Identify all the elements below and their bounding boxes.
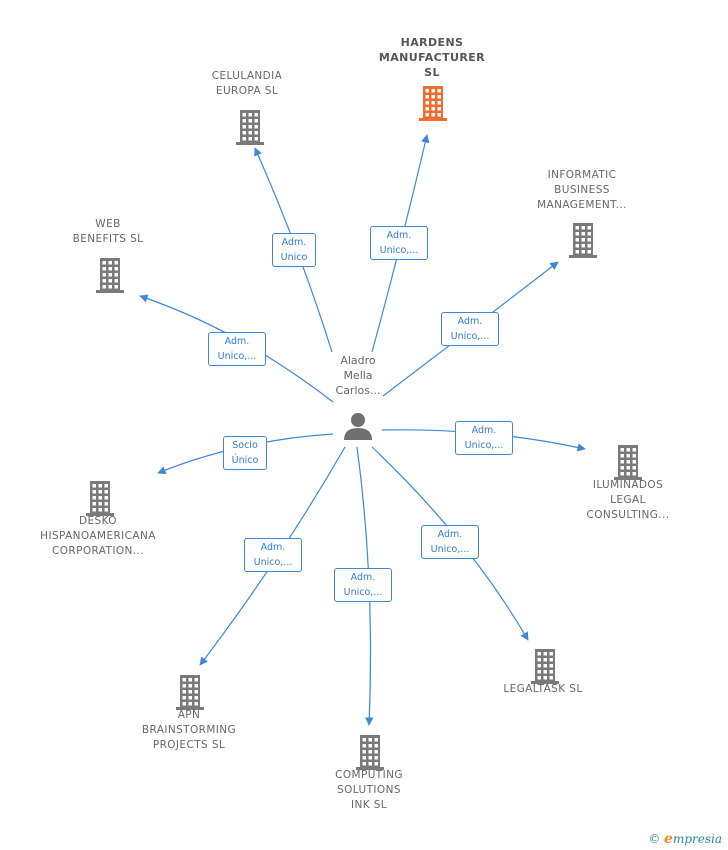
relation-badge-line: Unico,...	[217, 351, 257, 362]
relation-badge-line: Unico	[280, 252, 308, 263]
relation-badge-web-benefits[interactable]: Adm. Unico,...	[208, 332, 266, 366]
relation-badge-line: Unico,...	[464, 440, 504, 451]
company-label-line: HARDENS	[400, 36, 464, 49]
company-label-line: LEGAL	[610, 494, 646, 506]
company-label-legaltask[interactable]: LEGALTASK SL	[468, 682, 618, 697]
relation-badge-line: Adm.	[224, 336, 250, 347]
brand-name: mpresia	[672, 832, 722, 846]
person-icon	[344, 413, 372, 440]
company-label-web-benefits[interactable]: WEB BENEFITS SL	[33, 217, 183, 247]
relation-badge-celulandia[interactable]: Adm. Unico	[272, 233, 316, 267]
relation-badge-line: Único	[231, 455, 259, 466]
company-node-apn[interactable]	[174, 674, 206, 715]
company-node-computing[interactable]	[354, 734, 386, 775]
company-label-informatic[interactable]: INFORMATIC BUSINESS MANAGEMENT...	[507, 168, 657, 213]
copyright-icon: ©	[648, 832, 661, 846]
company-label-line: CELULANDIA	[211, 70, 283, 82]
relation-badge-line: Unico,...	[450, 331, 490, 342]
relation-badge-line: Unico,...	[379, 245, 419, 256]
relation-badge-apn[interactable]: Adm. Unico,...	[244, 538, 302, 572]
building-icon	[236, 110, 264, 145]
relation-badge-line: Adm.	[281, 237, 307, 248]
building-icon	[531, 649, 559, 684]
relation-badge-line: Unico,...	[343, 587, 383, 598]
building-icon	[614, 445, 642, 480]
company-label-line: ILUMINADOS	[592, 479, 664, 491]
building-icon	[86, 481, 114, 516]
company-node-web-benefits[interactable]	[94, 257, 126, 298]
relation-badge-line: Adm.	[260, 542, 286, 553]
person-name-line: Aladro	[340, 354, 376, 367]
relation-badge-line: Adm.	[457, 316, 483, 327]
relation-badge-iluminados[interactable]: Adm. Unico,...	[455, 421, 513, 455]
company-label-line: MANAGEMENT...	[537, 199, 627, 211]
company-label-line: MANUFACTURER	[378, 51, 486, 64]
company-node-desko[interactable]	[84, 480, 116, 521]
building-icon	[176, 675, 204, 710]
building-icon	[96, 258, 124, 293]
company-label-line: BRAINSTORMING	[141, 724, 237, 736]
company-label-line: INK SL	[350, 799, 388, 811]
relation-badge-line: Adm.	[386, 230, 412, 241]
company-label-line: PROJECTS SL	[152, 739, 226, 751]
company-label-line: APN	[177, 709, 201, 721]
company-label-line: INFORMATIC	[547, 169, 617, 181]
brand-initial: e	[664, 831, 673, 847]
relation-badge-line: Adm.	[471, 425, 497, 436]
person-name-line: Mella	[343, 369, 373, 382]
company-node-legaltask[interactable]	[529, 648, 561, 689]
company-node-celulandia[interactable]	[234, 109, 266, 150]
company-label-hardens[interactable]: HARDENS MANUFACTURER SL	[357, 35, 507, 80]
company-label-apn[interactable]: APN BRAINSTORMING PROJECTS SL	[114, 708, 264, 753]
company-label-line: LEGALTASK SL	[503, 683, 583, 695]
relation-badge-line: Unico,...	[253, 557, 293, 568]
company-label-line: CORPORATION...	[52, 545, 144, 557]
company-label-line: SL	[424, 66, 440, 79]
company-label-celulandia[interactable]: CELULANDIA EUROPA SL	[172, 69, 322, 99]
company-label-line: WEB	[95, 218, 121, 230]
company-label-line: BENEFITS SL	[72, 233, 144, 245]
company-node-hardens[interactable]	[417, 85, 449, 126]
company-node-iluminados[interactable]	[612, 444, 644, 485]
person-node[interactable]	[343, 411, 373, 446]
relation-badge-line: Socio	[232, 440, 258, 451]
relation-badge-line: Adm.	[350, 572, 376, 583]
company-label-desko[interactable]: DESKO HISPANOAMERICANA CORPORATION...	[23, 514, 173, 559]
company-label-line: BUSINESS	[554, 184, 610, 196]
relation-badge-computing[interactable]: Adm. Unico,...	[334, 568, 392, 602]
relation-badge-line: Adm.	[437, 529, 463, 540]
relation-badge-legaltask[interactable]: Adm. Unico,...	[421, 525, 479, 559]
company-label-line: COMPUTING	[335, 769, 403, 781]
company-node-informatic[interactable]	[567, 222, 599, 263]
company-label-line: CONSULTING...	[586, 509, 670, 521]
relation-badge-hardens[interactable]: Adm. Unico,...	[370, 226, 428, 260]
relation-badge-line: Unico,...	[430, 544, 470, 555]
person-name-line: Carlos...	[335, 384, 381, 397]
building-icon	[419, 86, 447, 121]
company-label-line: EUROPA SL	[215, 85, 279, 97]
building-icon	[569, 223, 597, 258]
company-label-line: HISPANOAMERICANA	[40, 530, 156, 542]
building-icon	[356, 735, 384, 770]
company-label-line: SOLUTIONS	[337, 784, 401, 796]
company-label-line: DESKO	[79, 515, 117, 527]
company-label-iluminados[interactable]: ILUMINADOS LEGAL CONSULTING...	[553, 478, 703, 523]
relation-badge-informatic[interactable]: Adm. Unico,...	[441, 312, 499, 346]
empresia-brand: © empresia	[648, 831, 722, 847]
company-label-computing[interactable]: COMPUTING SOLUTIONS INK SL	[294, 768, 444, 813]
